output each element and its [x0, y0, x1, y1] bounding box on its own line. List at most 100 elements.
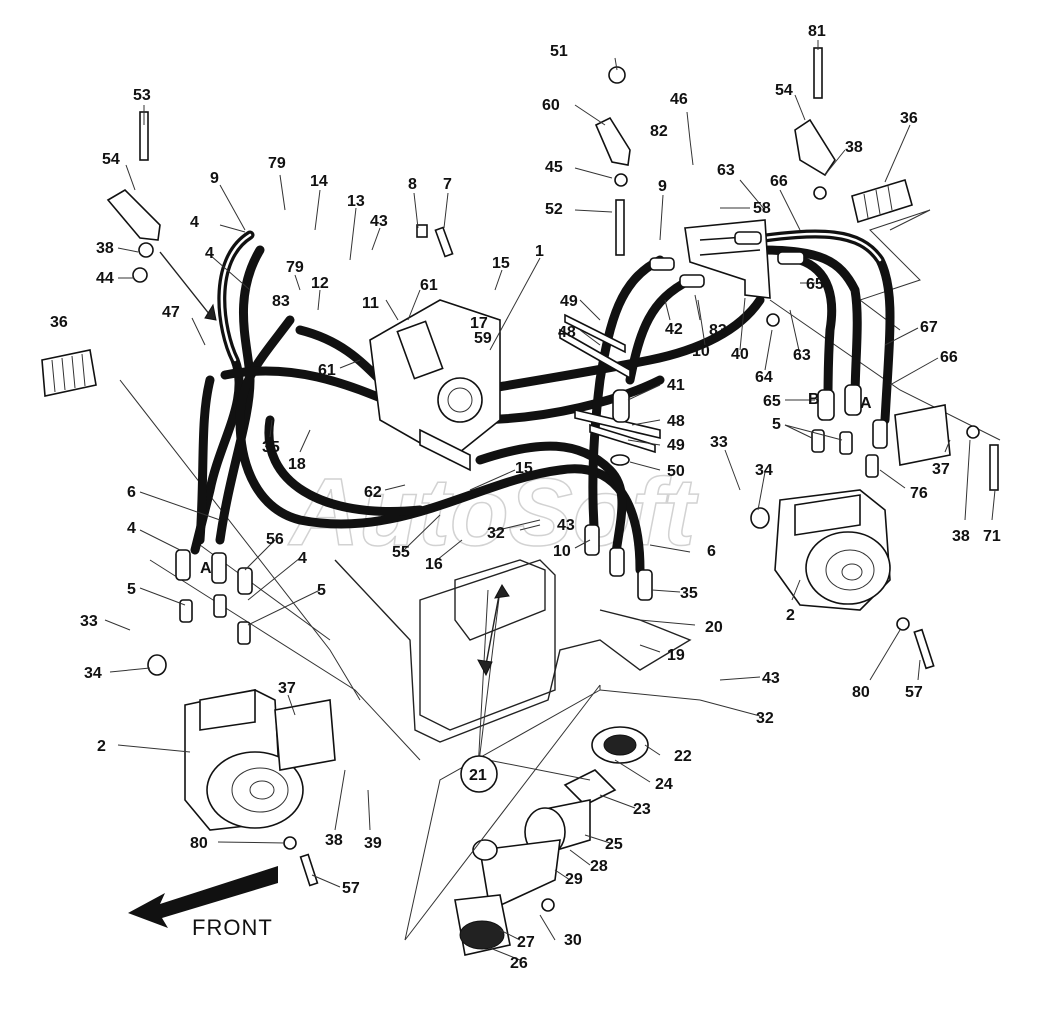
callout-57: 57: [905, 684, 923, 701]
callout-35: 35: [262, 439, 280, 456]
callout-83: 83: [272, 293, 290, 310]
callout-55: 55: [392, 544, 410, 561]
callout-67: 67: [920, 319, 938, 336]
pointer-arrows: [159, 251, 510, 677]
callout-41: 41: [667, 377, 685, 394]
callout-22: 22: [674, 748, 692, 765]
front-arrow-icon: [128, 866, 278, 928]
callout-13: 13: [347, 193, 365, 210]
callout-56: 56: [266, 531, 284, 548]
front-label: FRONT: [192, 915, 273, 940]
callout-81: 81: [808, 23, 826, 40]
callout-26: 26: [510, 955, 528, 972]
callout-2: 2: [786, 607, 795, 624]
port-letters: A B A: [200, 391, 872, 577]
callout-29: 29: [565, 871, 583, 888]
callout-45: 45: [545, 159, 563, 176]
valve-block: [369, 299, 501, 472]
callout-44: 44: [96, 270, 114, 287]
callout-43: 43: [762, 670, 780, 687]
callout-36: 36: [50, 314, 68, 331]
callout-62: 62: [364, 484, 382, 501]
port-letter-a-left: A: [200, 560, 212, 577]
callout-circle-21: [460, 755, 498, 793]
callout-6: 6: [127, 484, 136, 501]
callout-16: 16: [425, 556, 443, 573]
frame-outline: [119, 209, 1001, 941]
callout-37: 37: [278, 680, 296, 697]
callout-4: 4: [205, 245, 214, 262]
callout-54: 54: [102, 151, 120, 168]
hose-lines: [190, 229, 895, 575]
heat-shields: [41, 178, 913, 397]
callout-28: 28: [590, 858, 608, 875]
callout-53: 53: [133, 87, 151, 104]
callout-27: 27: [517, 934, 535, 951]
callout-18: 18: [288, 456, 306, 473]
callout-65: 65: [763, 393, 781, 410]
callout-35: 35: [680, 585, 698, 602]
callout-25: 25: [605, 836, 623, 853]
callout-32: 32: [487, 525, 505, 542]
callout-76: 76: [910, 485, 928, 502]
callout-38: 38: [845, 139, 863, 156]
callout-5: 5: [772, 416, 781, 433]
callout-60: 60: [542, 97, 560, 114]
callout-47: 47: [162, 304, 180, 321]
callout-66: 66: [940, 349, 958, 366]
callout-48: 48: [558, 324, 576, 341]
callout-30: 30: [564, 932, 582, 949]
callout-15: 15: [515, 460, 533, 477]
callout-23: 23: [633, 801, 651, 818]
callout-34: 34: [84, 665, 102, 682]
callout-80: 80: [190, 835, 208, 852]
callout-80: 80: [852, 684, 870, 701]
callout-82: 82: [650, 123, 668, 140]
callout-4: 4: [298, 550, 307, 567]
callout-10: 10: [692, 343, 710, 360]
callout-9: 9: [210, 170, 219, 187]
callout-4: 4: [127, 520, 136, 537]
callout-49: 49: [560, 293, 578, 310]
callout-52: 52: [545, 201, 563, 218]
port-letter-b: B: [808, 391, 820, 408]
callout-20: 20: [705, 619, 723, 636]
callout-10: 10: [553, 543, 571, 560]
callout-38: 38: [325, 832, 343, 849]
callout-5: 5: [317, 582, 326, 599]
callout-59: 59: [474, 330, 492, 347]
fittings: [132, 47, 999, 887]
callout-39: 39: [364, 835, 382, 852]
callout-21: 21: [469, 767, 487, 784]
callout-24: 24: [655, 776, 673, 793]
callout-61: 61: [318, 362, 336, 379]
callout-34: 34: [755, 462, 773, 479]
callout-14: 14: [310, 173, 328, 190]
callout-numbers: 53 54 38 44 9 79 14 13 43 8 7 4 4 79 12 …: [50, 23, 1001, 972]
callout-33: 33: [80, 613, 98, 630]
callout-33: 33: [710, 434, 728, 451]
leader-lines: [104, 40, 996, 961]
callout-1: 1: [535, 243, 544, 260]
callout-38: 38: [952, 528, 970, 545]
callout-38: 38: [96, 240, 114, 257]
callout-65: 65: [806, 276, 824, 293]
callout-12: 12: [311, 275, 329, 292]
motor-left: [184, 689, 336, 831]
callout-54: 54: [775, 82, 793, 99]
callout-48: 48: [667, 413, 685, 430]
callout-36: 36: [900, 110, 918, 127]
callout-8: 8: [408, 176, 417, 193]
callout-4: 4: [190, 214, 199, 231]
callout-50: 50: [667, 463, 685, 480]
port-letter-a-right: A: [860, 395, 872, 412]
motor-right: [774, 404, 951, 611]
callout-43: 43: [370, 213, 388, 230]
callout-83: 83: [709, 322, 727, 339]
brackets: [106, 116, 836, 466]
callout-79: 79: [268, 155, 286, 172]
callout-66: 66: [770, 173, 788, 190]
manifold-block: [649, 219, 805, 299]
callout-63: 63: [793, 347, 811, 364]
